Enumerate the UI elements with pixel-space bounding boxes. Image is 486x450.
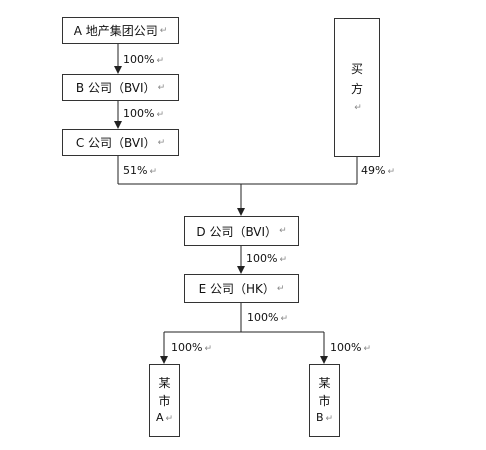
edge-label-d-e: 100%↵ — [246, 253, 287, 266]
node-buyer-char-1: 买 — [350, 61, 363, 76]
node-city-b: 某 市 B↵ — [309, 364, 340, 437]
return-mark: ↵ — [156, 56, 164, 66]
node-a-real-estate-group: A 地产集团公司↵ — [62, 17, 179, 44]
node-d-company: D 公司（BVI）↵ — [184, 216, 299, 246]
node-city-b-char-1: 某 — [318, 376, 331, 390]
return-mark: ↵ — [159, 25, 168, 36]
edge-label-e-city-b-value: 100% — [330, 341, 362, 354]
return-mark: ↵ — [279, 226, 287, 236]
edge-label-c-d-value: 51% — [123, 164, 148, 177]
node-city-a-tag: A↵ — [156, 412, 173, 425]
return-mark: ↵ — [149, 167, 157, 177]
return-mark: ↵ — [325, 414, 334, 424]
node-buyer: 买 方 ↵ — [334, 18, 380, 157]
node-e-label: E 公司（HK） — [198, 282, 275, 296]
edge-label-d-e-value: 100% — [246, 252, 278, 265]
node-c-company: C 公司（BVI）↵ — [62, 129, 179, 156]
edge-label-e-city-b: 100%↵ — [330, 342, 371, 355]
edge-label-buyer-d-value: 49% — [361, 164, 386, 177]
node-b-label: B 公司（BVI） — [75, 81, 156, 95]
return-mark: ↵ — [387, 167, 395, 177]
return-mark: ↵ — [280, 314, 288, 324]
return-mark: ↵ — [156, 110, 164, 120]
node-b-company: B 公司（BVI）↵ — [62, 74, 179, 101]
edge-label-a-b: 100%↵ — [123, 54, 164, 67]
edge-label-a-b-value: 100% — [123, 53, 155, 66]
node-city-b-tag: B↵ — [316, 412, 333, 425]
node-city-b-tag-text: B — [315, 411, 324, 424]
node-c-label: C 公司（BVI） — [75, 136, 156, 150]
node-buyer-char-2: 方 — [350, 81, 363, 96]
node-e-company: E 公司（HK）↵ — [184, 274, 299, 303]
return-mark: ↵ — [363, 344, 371, 354]
return-mark: ↵ — [276, 283, 285, 294]
edge-label-e-split: 100%↵ — [247, 312, 288, 325]
edge-label-e-city-a-value: 100% — [171, 341, 203, 354]
return-mark: ↵ — [157, 82, 166, 93]
node-city-a: 某 市 A↵ — [149, 364, 180, 437]
return-mark: ↵ — [165, 414, 174, 424]
return-mark: ↵ — [279, 255, 287, 265]
return-mark: ↵ — [204, 344, 212, 354]
node-d-label: D 公司（BVI） — [196, 224, 278, 239]
return-mark: ↵ — [157, 137, 166, 148]
node-a-label: A 地产集团公司 — [73, 24, 158, 38]
edge-label-b-c-value: 100% — [123, 107, 155, 120]
edge-label-e-split-value: 100% — [247, 311, 279, 324]
node-city-a-tag-text: A — [155, 411, 164, 424]
edge-label-e-city-a: 100%↵ — [171, 342, 212, 355]
return-mark: ↵ — [354, 102, 362, 113]
edge-label-c-d: 51%↵ — [123, 165, 157, 178]
edge-label-b-c: 100%↵ — [123, 108, 164, 121]
edge-label-buyer-d: 49%↵ — [361, 165, 395, 178]
node-city-b-char-2: 市 — [318, 394, 331, 408]
node-city-a-char-2: 市 — [158, 394, 171, 408]
node-city-a-char-1: 某 — [158, 376, 171, 390]
